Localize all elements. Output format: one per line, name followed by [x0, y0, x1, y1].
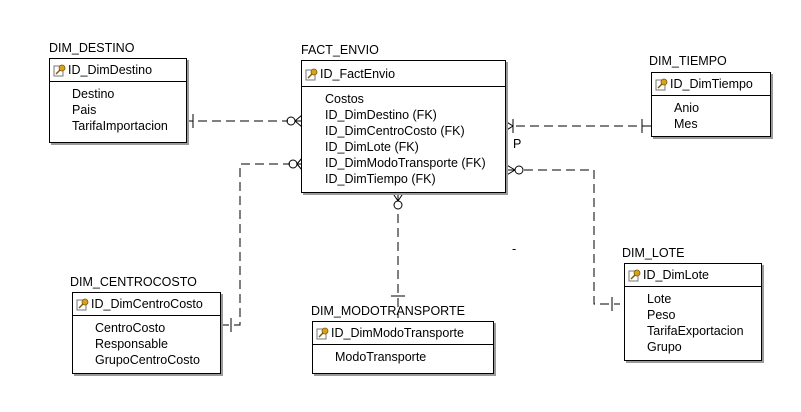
- attribute: ID_DimCentroCosto (FK): [325, 124, 465, 138]
- key-icon: [316, 327, 329, 340]
- attribute-list: Destino Pais TarifaImportacion: [50, 82, 186, 134]
- attribute: Costos: [325, 92, 364, 106]
- attribute: GrupoCentroCosto: [95, 353, 200, 367]
- relationship-tiempo-fact: [504, 119, 652, 133]
- attribute: ID_DimDestino (FK): [325, 108, 437, 122]
- pk-row: ID_DimModoTransporte: [313, 322, 493, 345]
- pk-label: ID_DimTiempo: [670, 77, 753, 91]
- pk-label: ID_DimDestino: [68, 63, 153, 77]
- entity-title-fact-envio: FACT_ENVIO: [301, 43, 379, 57]
- pk-row: ID_FactEnvio: [302, 61, 505, 87]
- entity-dim-modotransporte[interactable]: ID_DimModoTransporte ModoTransporte: [312, 321, 494, 374]
- pk-label: ID_DimLote: [643, 268, 709, 282]
- relationship-destino-fact: [184, 114, 303, 128]
- dash-marker-label: -: [512, 242, 517, 256]
- attribute-list: Costos ID_DimDestino (FK) ID_DimCentroCo…: [302, 87, 505, 187]
- pk-label: ID_FactEnvio: [320, 66, 396, 81]
- key-icon: [655, 78, 668, 91]
- relationship-modo-fact: [391, 191, 405, 318]
- attribute: Mes: [674, 117, 698, 131]
- attribute: Pais: [72, 103, 97, 117]
- relationship-centrocosto-fact: [220, 157, 303, 332]
- attribute: Destino: [72, 87, 115, 101]
- attribute: Responsable: [95, 337, 168, 351]
- attribute: TarifaImportacion: [72, 119, 168, 133]
- relationship-lote-fact: [504, 163, 620, 311]
- key-icon: [628, 269, 641, 282]
- pk-row: ID_DimLote: [625, 264, 761, 287]
- attribute: ModoTransporte: [335, 350, 427, 364]
- key-icon: [76, 298, 89, 311]
- pk-row: ID_DimDestino: [50, 59, 186, 82]
- attribute: Grupo: [647, 340, 682, 354]
- pk-row: ID_DimCentroCosto: [73, 293, 220, 316]
- entity-dim-tiempo[interactable]: ID_DimTiempo Anio Mes: [651, 72, 771, 137]
- attribute: Peso: [647, 308, 676, 322]
- attribute: ID_DimTiempo (FK): [325, 172, 436, 186]
- p-marker-label: P: [513, 137, 522, 151]
- pk-label: ID_DimModoTransporte: [331, 326, 464, 340]
- entity-title-dim-lote: DIM_LOTE: [622, 246, 685, 260]
- pk-row: ID_DimTiempo: [652, 73, 770, 96]
- entity-title-dim-destino: DIM_DESTINO: [49, 41, 135, 55]
- attribute: ID_DimLote (FK): [325, 140, 419, 154]
- attribute: Lote: [647, 292, 672, 306]
- entity-dim-centrocosto[interactable]: ID_DimCentroCosto CentroCosto Responsabl…: [72, 292, 221, 374]
- key-icon: [53, 64, 66, 77]
- key-icon: [305, 68, 318, 80]
- attribute-list: Anio Mes: [652, 96, 770, 132]
- attribute: Anio: [674, 101, 700, 115]
- entity-title-dim-tiempo: DIM_TIEMPO: [649, 54, 727, 68]
- entity-dim-destino[interactable]: ID_DimDestino Destino Pais TarifaImporta…: [49, 58, 187, 143]
- attribute-list: CentroCosto Responsable GrupoCentroCosto: [73, 316, 220, 368]
- entity-fact-envio[interactable]: ID_FactEnvio Costos ID_DimDestino (FK) I…: [301, 60, 506, 193]
- entity-title-dim-centrocosto: DIM_CENTROCOSTO: [70, 275, 197, 289]
- attribute-list: ModoTransporte: [313, 345, 493, 365]
- pk-label: ID_DimCentroCosto: [91, 297, 203, 311]
- attribute: ID_DimModoTransporte (FK): [325, 156, 486, 170]
- attribute: TarifaExportacion: [647, 324, 744, 338]
- attribute-list: Lote Peso TarifaExportacion Grupo: [625, 287, 761, 355]
- entity-dim-lote[interactable]: ID_DimLote Lote Peso TarifaExportacion G…: [624, 263, 762, 361]
- entity-title-dim-modotransporte: DIM_MODOTRANSPORTE: [311, 304, 465, 318]
- attribute: CentroCosto: [95, 321, 166, 335]
